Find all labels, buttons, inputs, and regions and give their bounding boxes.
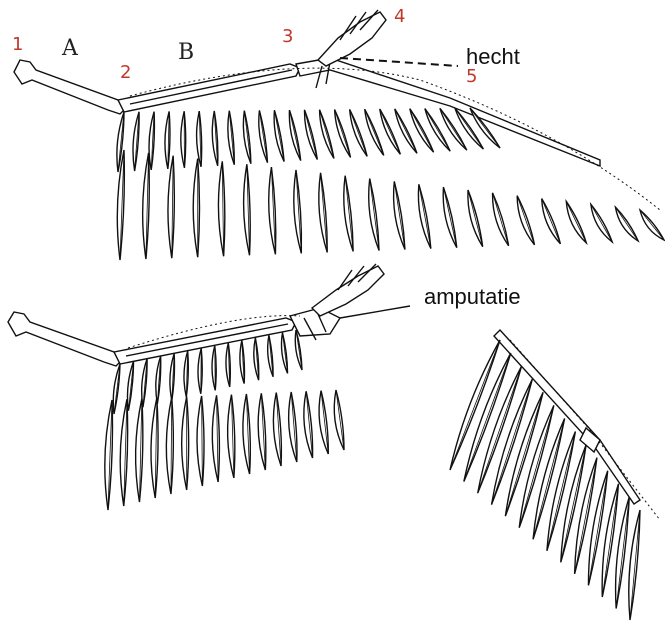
feather-shaft [517,196,534,245]
label-1: 1 [12,36,23,54]
feather [166,397,173,494]
feather [193,159,199,258]
label-b: B [178,42,194,64]
feather [182,397,189,490]
label-4: 4 [394,8,405,26]
feather-shaft [566,201,586,242]
label-amputatie: amputatie [424,286,521,308]
feather [197,396,204,486]
feather [181,111,186,168]
feather-shaft [493,193,509,246]
feather-shaft [615,207,638,241]
label-3: 3 [282,28,293,46]
feather [168,156,174,258]
full-wing-icon [14,10,664,260]
label-2: 2 [120,64,131,82]
feather [198,348,202,393]
label-hecht: hecht [466,46,520,68]
feather-shaft [640,210,664,240]
feather-shaft [542,199,561,244]
feather-shaft [335,110,351,158]
feather-shaft [350,109,367,156]
label-a: A [62,38,78,60]
feather [212,395,219,482]
feather [218,161,224,256]
wing-tip-icon [450,330,660,620]
label-5: 5 [466,68,477,86]
feather-shaft [305,110,318,160]
feather-shaft [591,204,612,242]
feather [212,346,216,391]
amputated-wing-icon [8,264,410,510]
feather [151,398,158,498]
feather-shaft [320,110,334,159]
